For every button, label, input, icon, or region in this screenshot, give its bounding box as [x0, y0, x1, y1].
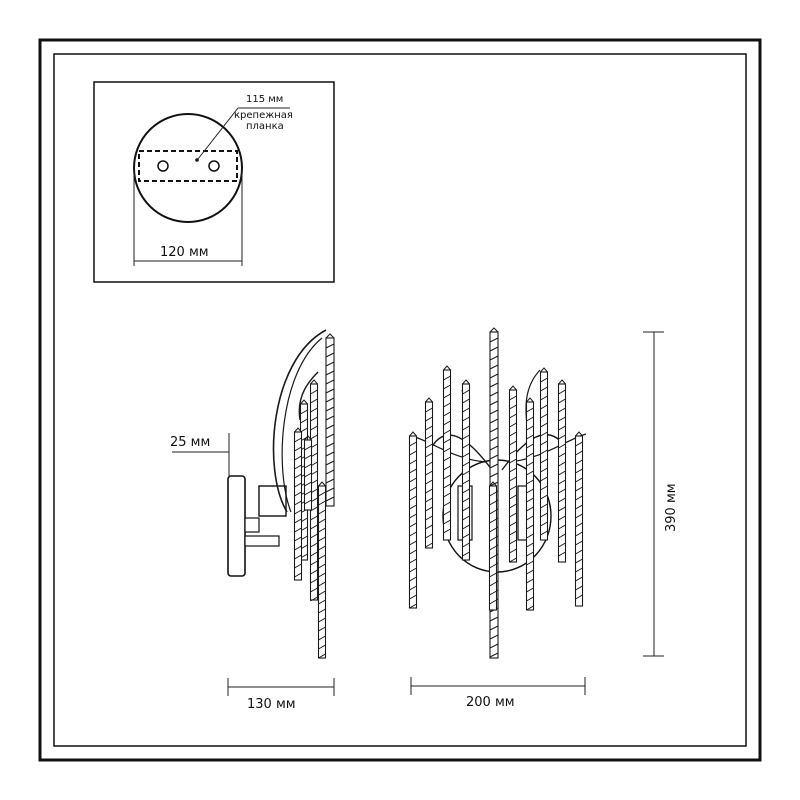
screw-hole-right — [208, 160, 220, 172]
front-crystal-rod — [442, 365, 452, 541]
mount-note-line2: планка — [246, 121, 284, 132]
inner-frame — [53, 53, 747, 747]
screw-hole-left — [157, 160, 169, 172]
mount-note-line1: крепежная — [234, 110, 293, 121]
side-crystal-rod — [303, 435, 313, 511]
side-crystal-rod — [317, 481, 327, 659]
side-arm — [272, 329, 327, 513]
front-crystal-rod — [408, 431, 418, 609]
side-arm-hook — [298, 371, 319, 421]
front-arm-left — [429, 434, 493, 471]
side-crystal-rod — [309, 379, 319, 602]
side-connector — [244, 517, 260, 533]
front-crystal-rod — [557, 379, 567, 563]
side-rods — [293, 333, 335, 659]
side-crystal-rod — [325, 333, 335, 507]
front-crystal-rod — [488, 481, 498, 611]
front-crystal-rod — [574, 431, 584, 607]
center-point — [195, 158, 199, 162]
mounting-plate-circle — [133, 113, 243, 223]
leader-line — [197, 107, 239, 160]
mounting-bar — [138, 150, 238, 182]
inset-box — [93, 81, 335, 283]
outer-frame — [38, 38, 762, 762]
front-crystal-rod — [424, 397, 434, 549]
side-arm-inner — [281, 337, 323, 513]
front-crystal-rod — [539, 367, 549, 541]
dim-130-label: 130 мм — [247, 697, 296, 712]
mounting-plate-inset: 115 мм крепежная планка 120 мм — [93, 81, 335, 283]
side-crystal-rod — [293, 427, 303, 581]
front-crystal-rod — [508, 385, 518, 563]
dim-200-label: 200 мм — [466, 695, 515, 710]
front-rods — [408, 327, 584, 659]
side-view: 25 мм 130 мм — [170, 329, 335, 712]
front-crystal-rod — [525, 397, 535, 611]
side-lower-bracket — [244, 535, 280, 547]
dim-115-label: 115 мм — [246, 94, 283, 105]
front-crystal-rod — [461, 379, 471, 561]
front-view: 390 мм 200 мм — [408, 327, 679, 710]
dim-25-label: 25 мм — [170, 435, 210, 450]
side-wall-plate — [227, 475, 246, 577]
dim-390-label: 390 мм — [664, 483, 679, 532]
dim-120-label: 120 мм — [160, 245, 209, 260]
